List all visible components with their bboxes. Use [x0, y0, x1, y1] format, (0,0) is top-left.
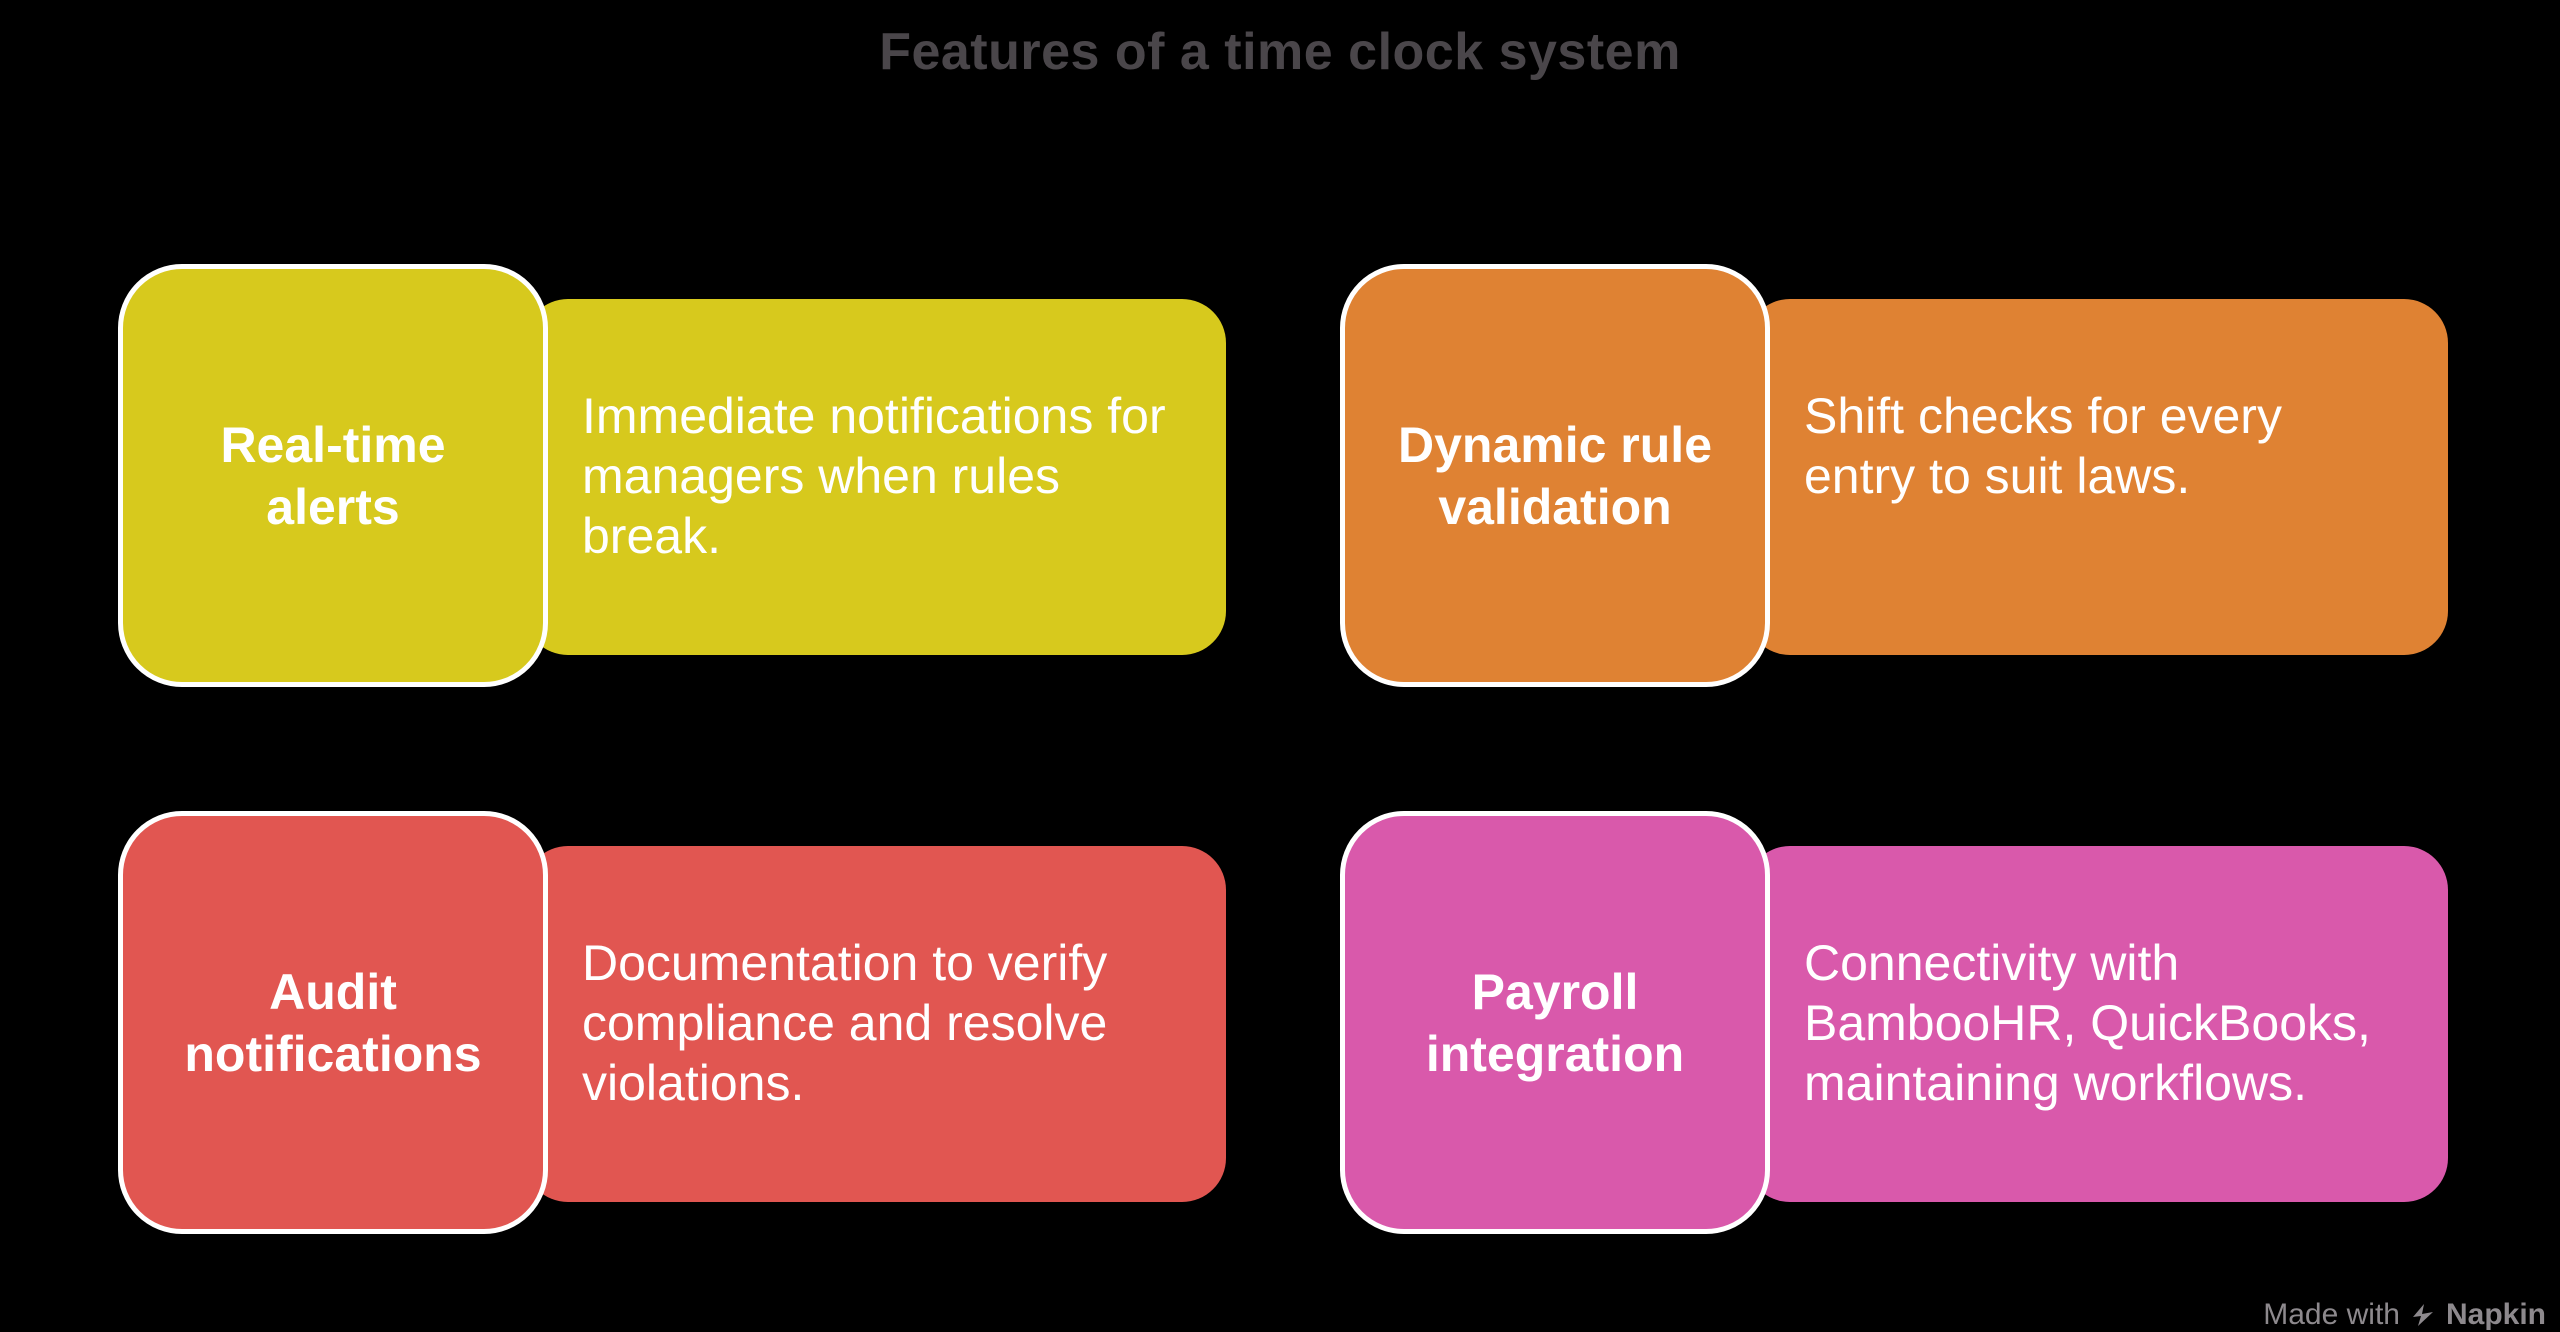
feature-label-box: Dynamic rule validation	[1340, 264, 1770, 687]
feature-description: Immediate notifications for managers whe…	[582, 388, 1166, 564]
feature-card-real-time-alerts: Immediate notifications for managers whe…	[118, 264, 1228, 687]
feature-description-panel: Documentation to verify compliance and r…	[524, 846, 1226, 1202]
feature-description: Shift checks for every entry to suit law…	[1804, 388, 2282, 504]
watermark-prefix: Made with	[2263, 1298, 2400, 1331]
feature-description-panel: Immediate notifications for managers whe…	[524, 299, 1226, 655]
feature-label-box: Real-time alerts	[118, 264, 548, 687]
feature-label: Real-time alerts	[220, 416, 446, 535]
feature-description: Connectivity with BambooHR, QuickBooks, …	[1804, 935, 2371, 1111]
feature-label: Dynamic rule validation	[1397, 416, 1712, 535]
feature-card-audit-notifications: Documentation to verify compliance and r…	[118, 811, 1228, 1234]
feature-description: Documentation to verify compliance and r…	[582, 935, 1108, 1111]
feature-label-box: Audit notifications	[118, 811, 548, 1234]
feature-card-dynamic-rule-validation: Shift checks for every entry to suit law…	[1340, 264, 2450, 687]
feature-label: Audit notifications	[184, 963, 482, 1082]
feature-label: Payroll integration	[1425, 963, 1685, 1082]
watermark: Made with Napkin	[2263, 1298, 2546, 1332]
feature-description-panel: Connectivity with BambooHR, QuickBooks, …	[1746, 846, 2448, 1202]
page-title: Features of a time clock system	[879, 23, 1681, 81]
napkin-logo-icon	[2409, 1301, 2437, 1329]
feature-description-panel: Shift checks for every entry to suit law…	[1746, 299, 2448, 655]
watermark-brand: Napkin	[2445, 1298, 2546, 1331]
feature-label-box: Payroll integration	[1340, 811, 1770, 1234]
feature-card-payroll-integration: Connectivity with BambooHR, QuickBooks, …	[1340, 811, 2450, 1234]
